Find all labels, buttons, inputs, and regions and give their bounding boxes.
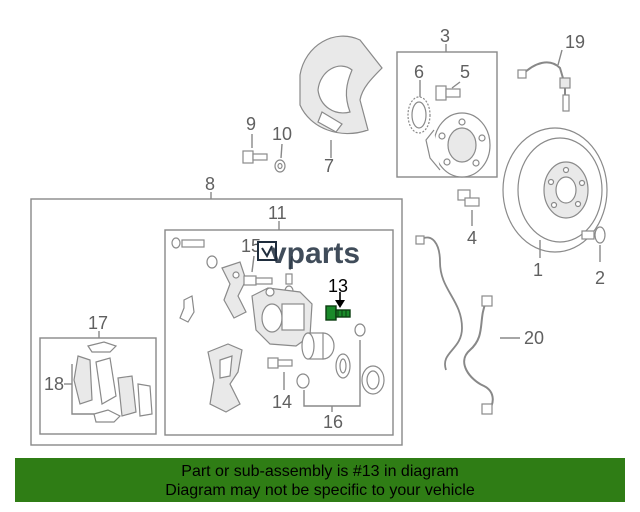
leader-line (289, 255, 293, 271)
callout-17: 17 (88, 313, 108, 333)
brake-pad-inner-part[interactable] (73, 355, 117, 405)
callout-7: 7 (324, 156, 334, 176)
callout-10: 10 (272, 124, 292, 144)
callout-9: 9 (246, 114, 256, 134)
callout-14: 14 (272, 392, 292, 412)
callout-19: 19 (565, 32, 585, 52)
leader-line (71, 364, 94, 415)
callout-11: 11 (268, 203, 287, 223)
sensor-wire-part[interactable] (419, 236, 463, 371)
dust-boot-part[interactable] (361, 365, 385, 395)
nut-part[interactable] (296, 373, 310, 389)
caliper-assembly-frame (30, 198, 403, 446)
hub-bolt-part[interactable] (435, 85, 461, 101)
leader-line (251, 255, 255, 273)
leader-line (557, 49, 563, 66)
washer-10-part[interactable] (274, 159, 286, 173)
wheel-hub-part[interactable] (425, 112, 491, 178)
parts-diagram: 7 3 6 5 19 (30, 26, 608, 446)
mounting-bolt-part[interactable] (457, 189, 480, 207)
vparts-logo: vparts (257, 237, 360, 270)
dust-shield-part[interactable] (299, 35, 383, 135)
callout-5: 5 (460, 62, 470, 82)
tone-ring-part[interactable] (407, 96, 431, 134)
callout-15: 15 (241, 236, 261, 256)
hub-assembly-frame (396, 51, 498, 178)
leader-line (280, 143, 283, 159)
pad-clip-part[interactable] (87, 341, 122, 423)
piston-seal-part[interactable] (335, 353, 351, 379)
info-banner: Part or sub-assembly is #13 in diagram D… (15, 458, 625, 502)
callout-18: 18 (44, 374, 64, 394)
callout-16: 16 (323, 412, 343, 432)
banner-line-2: Diagram may not be specific to your vehi… (165, 482, 475, 499)
brake-rotor-part[interactable] (502, 127, 608, 253)
highlighted-bolt-13-part[interactable] (325, 305, 351, 321)
guide-pin-part[interactable] (171, 237, 218, 269)
leader-line (451, 81, 461, 89)
connector-part[interactable] (415, 235, 425, 245)
banner-line-1: Part or sub-assembly is #13 in diagram (181, 463, 459, 480)
pad-set-frame (39, 337, 157, 435)
piston-part[interactable] (301, 332, 335, 360)
bolt-15-part[interactable] (243, 275, 273, 286)
arrow-head-icon (335, 300, 345, 308)
watermark-text: vparts (270, 237, 360, 270)
rotor-screw-part[interactable] (581, 226, 606, 244)
callout-13: 13 (328, 276, 348, 296)
callout-8: 8 (205, 174, 215, 194)
callout-1: 1 (533, 260, 543, 280)
boot-part[interactable] (354, 323, 366, 337)
caliper-housing-part[interactable] (251, 287, 313, 347)
callout-2: 2 (595, 268, 605, 288)
caliper-bracket-part[interactable] (221, 261, 247, 319)
abs-sensor-part[interactable] (517, 61, 571, 112)
wheel-speed-sensor-part[interactable] (463, 295, 494, 415)
callout-4: 4 (467, 228, 477, 248)
carrier-part[interactable] (207, 343, 243, 413)
pad-spring-part[interactable] (179, 295, 195, 323)
brake-pad-outer-part[interactable] (117, 375, 153, 417)
callout-6: 6 (414, 62, 424, 82)
bolt-14-part[interactable] (267, 357, 293, 369)
callout-20: 20 (524, 328, 544, 348)
callout-3: 3 (440, 26, 450, 46)
bolt-9-part[interactable] (242, 150, 268, 164)
